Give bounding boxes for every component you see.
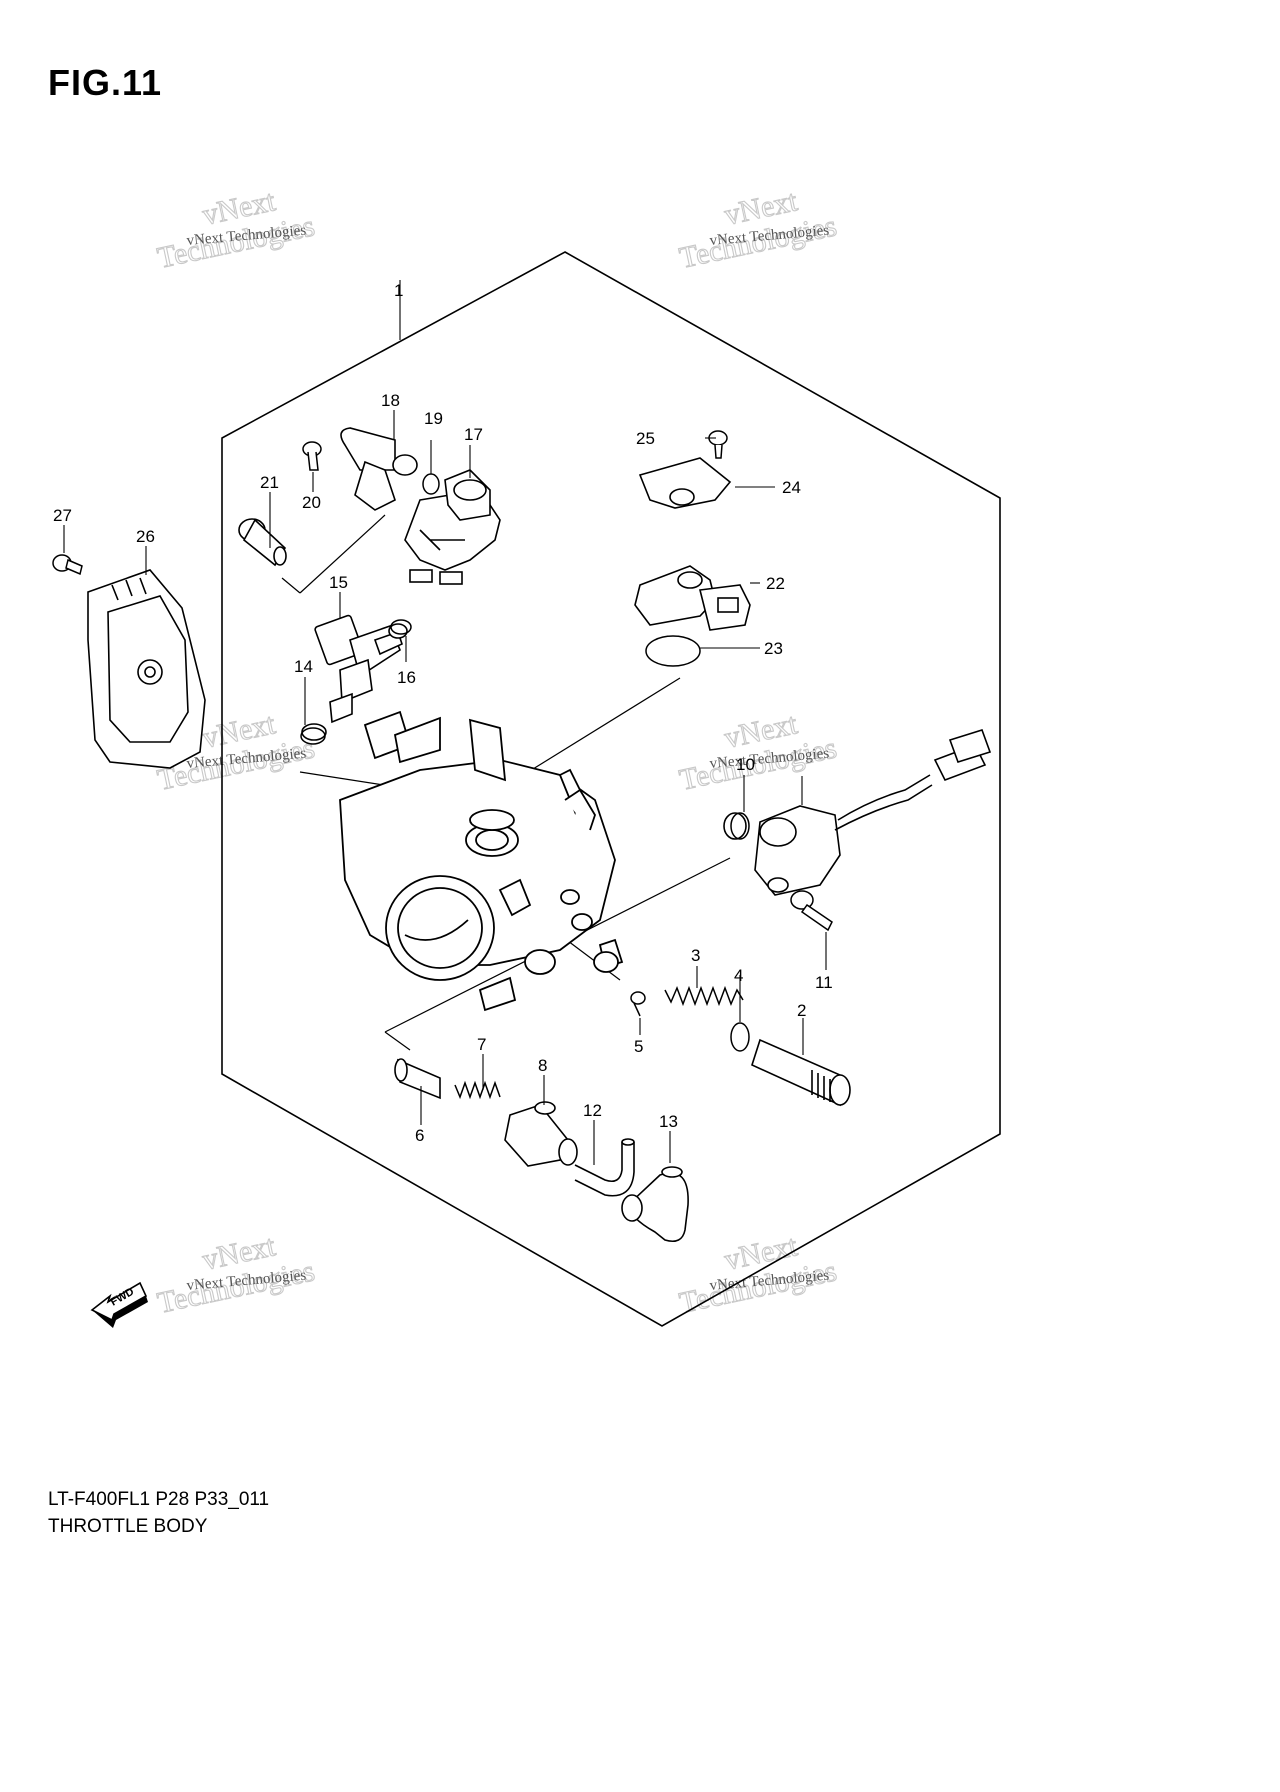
fwd-arrow: FWD — [90, 1281, 148, 1328]
callout-3: 3 — [691, 946, 700, 965]
callout-20: 20 — [302, 493, 321, 512]
callout-27: 27 — [53, 506, 72, 525]
callout-16: 16 — [397, 668, 416, 687]
part-adjust-screw-2 — [751, 1038, 851, 1107]
callout-labels: 1 2 3 4 5 6 7 8 10 11 12 13 14 15 16 17 … — [53, 281, 833, 1145]
part-screw-27 — [52, 554, 83, 576]
part-screw-5 — [630, 991, 646, 1017]
part-bracket-24 — [638, 457, 732, 509]
callout-7: 7 — [477, 1035, 486, 1054]
callout-4: 4 — [734, 966, 743, 985]
part-oring-4 — [730, 1022, 750, 1052]
part-seal-14 — [300, 727, 326, 745]
figure-title: FIG.11 — [48, 62, 163, 103]
part-bolt-20 — [302, 441, 322, 471]
callout-21: 21 — [260, 473, 279, 492]
part-fuel-injector — [301, 614, 408, 741]
callout-22: 22 — [766, 574, 785, 593]
part-oring-16 — [390, 619, 412, 635]
callout-14: 14 — [294, 657, 313, 676]
part-fitting-8 — [504, 1101, 578, 1167]
callout-12: 12 — [583, 1101, 602, 1120]
watermark-bottom-right: vNext Technologies vNext Technologies — [676, 1229, 840, 1321]
part-spring-3 — [664, 985, 744, 1007]
part-sensor-22 — [634, 565, 751, 631]
part-oring-10 — [730, 812, 750, 840]
part-throttle-position-sensor — [723, 729, 992, 896]
callout-13: 13 — [659, 1112, 678, 1131]
watermark-middle-right: vNext Technologies vNext Technologies — [676, 707, 840, 798]
callout-25: 25 — [636, 429, 655, 448]
part-cap-21 — [238, 518, 287, 567]
part-oring-23 — [645, 635, 701, 667]
callout-1: 1 — [394, 281, 403, 300]
callout-18: 18 — [381, 391, 400, 410]
part-plunger-6 — [394, 1058, 441, 1100]
diagram-model-code: LT-F400FL1 P28 P33_011 — [48, 1489, 270, 1510]
diagram-caption: THROTTLE BODY — [48, 1516, 208, 1537]
callout-15: 15 — [329, 573, 348, 592]
part-throttle-body — [339, 710, 624, 1012]
callout-17: 17 — [464, 425, 483, 444]
part-oring-19 — [422, 473, 440, 495]
callout-6: 6 — [415, 1126, 424, 1145]
part-screw-25 — [708, 430, 728, 459]
part-spring-7 — [454, 1080, 501, 1100]
callout-26: 26 — [136, 527, 155, 546]
part-delivery-pipe — [340, 427, 501, 585]
part-screw-11 — [790, 890, 833, 932]
callout-24: 24 — [782, 478, 801, 497]
watermark-top-right: vNext Technologies vNext Technologies — [676, 184, 840, 276]
callout-11: 11 — [815, 973, 833, 992]
watermark-bottom-left: vNext Technologies vNext Technologies — [154, 1229, 318, 1321]
part-elbow-13 — [621, 1166, 689, 1243]
part-hose-12 — [574, 1138, 635, 1197]
watermark-top-left: vNext Technologies vNext Technologies — [154, 184, 318, 276]
callout-5: 5 — [634, 1037, 643, 1056]
callout-19: 19 — [424, 409, 443, 428]
callout-2: 2 — [797, 1001, 806, 1020]
callout-8: 8 — [538, 1056, 547, 1075]
part-cover — [87, 569, 206, 769]
callout-10: 10 — [736, 755, 755, 774]
callout-leaders — [63, 280, 827, 1165]
assembly-boundary — [221, 251, 1001, 1327]
callout-23: 23 — [764, 639, 783, 658]
